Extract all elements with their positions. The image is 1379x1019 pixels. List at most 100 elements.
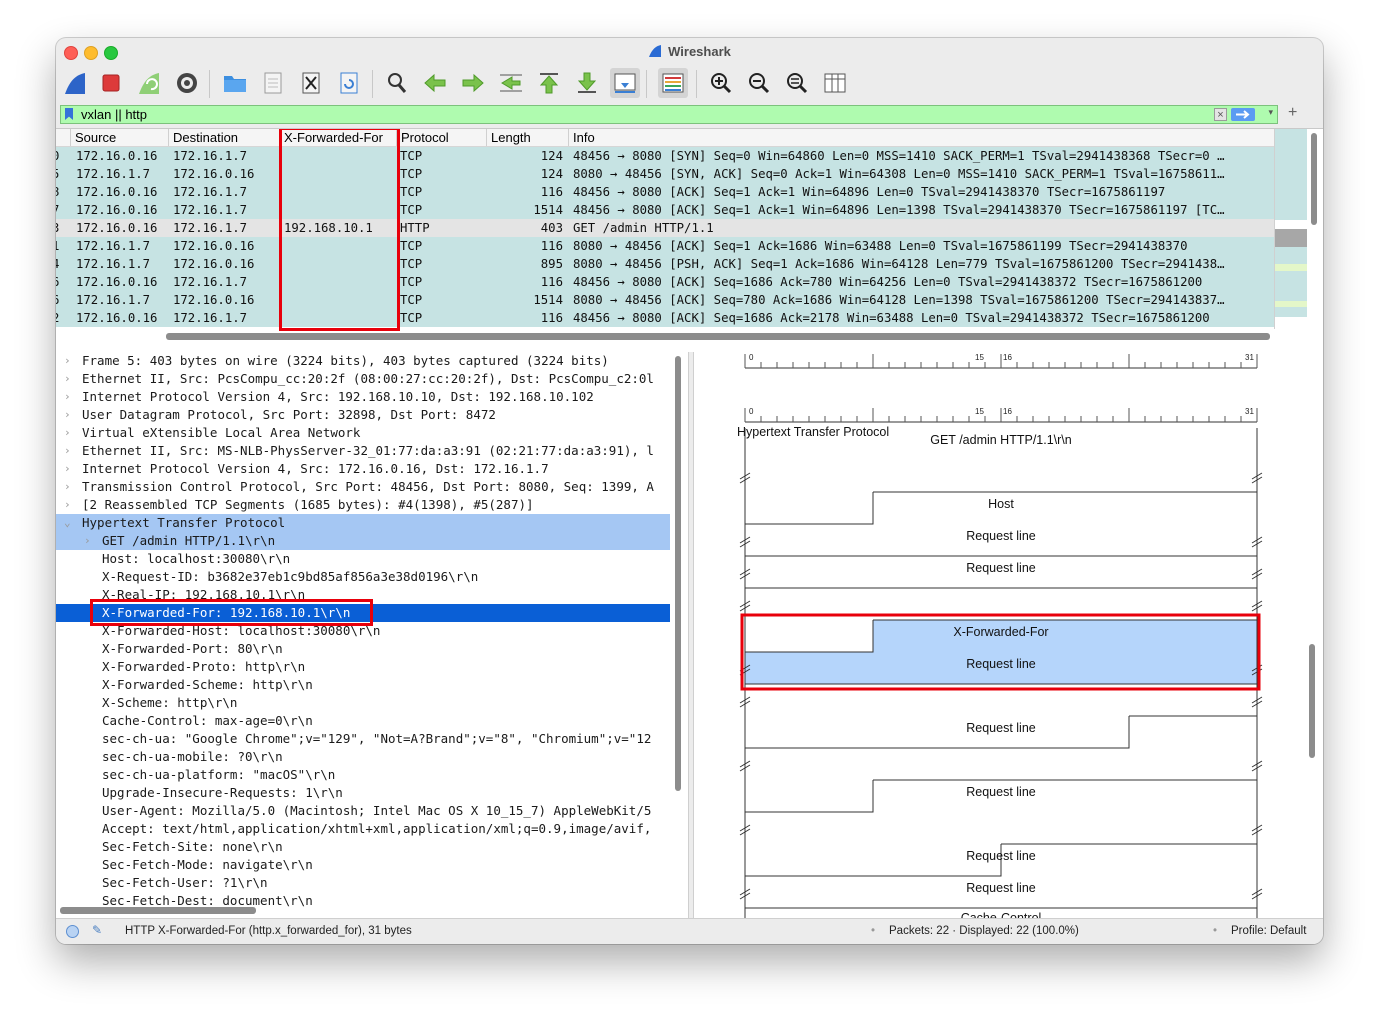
diagram-field-label[interactable]: Request line bbox=[966, 657, 1036, 671]
details-horizontal-scrollbar[interactable] bbox=[60, 907, 256, 914]
detail-row[interactable]: Host: localhost:30080\r\n bbox=[56, 550, 670, 568]
pane-splitter[interactable] bbox=[688, 352, 694, 918]
zoom-out-icon[interactable] bbox=[744, 68, 774, 98]
colorize-icon[interactable] bbox=[658, 68, 688, 98]
detail-row[interactable]: sec-ch-ua-mobile: ?0\r\n bbox=[56, 748, 670, 766]
packet-minimap[interactable] bbox=[1274, 129, 1307, 329]
detail-row[interactable]: X-Real-IP: 192.168.10.1\r\n bbox=[56, 586, 670, 604]
diagram-field-label[interactable]: Request line bbox=[966, 529, 1036, 543]
packet-list-horizontal-scrollbar[interactable] bbox=[166, 333, 1270, 340]
go-forward-icon[interactable] bbox=[458, 68, 488, 98]
details-vertical-scrollbar[interactable] bbox=[675, 356, 681, 791]
add-filter-button-plus-icon[interactable]: + bbox=[1288, 104, 1298, 121]
first-packet-icon[interactable] bbox=[534, 68, 564, 98]
find-packet-icon[interactable] bbox=[382, 68, 412, 98]
detail-row[interactable]: ›Internet Protocol Version 4, Src: 172.1… bbox=[56, 460, 670, 478]
detail-row[interactable]: Upgrade-Insecure-Requests: 1\r\n bbox=[56, 784, 670, 802]
normal-size-icon[interactable] bbox=[782, 68, 812, 98]
packet-list-vertical-scrollbar[interactable] bbox=[1311, 133, 1317, 225]
collapsed-chevron-icon[interactable]: › bbox=[84, 534, 91, 547]
expert-info-icon[interactable] bbox=[66, 925, 79, 938]
detail-row[interactable]: Sec-Fetch-Site: none\r\n bbox=[56, 838, 670, 856]
zoom-window-button[interactable] bbox=[104, 46, 118, 60]
column-header-protocol[interactable]: Protocol bbox=[396, 129, 486, 146]
detail-row[interactable]: X-Forwarded-For: 192.168.10.1\r\n bbox=[56, 604, 670, 622]
expanded-chevron-icon[interactable]: ⌄ bbox=[64, 516, 71, 529]
detail-row[interactable]: X-Request-ID: b3682e37eb1c9bd85af856a3e3… bbox=[56, 568, 670, 586]
last-packet-icon[interactable] bbox=[572, 68, 602, 98]
detail-row[interactable]: X-Forwarded-Host: localhost:30080\r\n bbox=[56, 622, 670, 640]
collapsed-chevron-icon[interactable]: › bbox=[64, 480, 71, 493]
detail-row[interactable]: ›User Datagram Protocol, Src Port: 32898… bbox=[56, 406, 670, 424]
diagram-field-label[interactable]: Request line bbox=[966, 849, 1036, 863]
detail-row[interactable]: Accept: text/html,application/xhtml+xml,… bbox=[56, 820, 670, 838]
detail-row[interactable]: X-Forwarded-Scheme: http\r\n bbox=[56, 676, 670, 694]
column-header-info[interactable]: Info bbox=[568, 129, 1274, 146]
zoom-in-icon[interactable] bbox=[706, 68, 736, 98]
detail-row[interactable]: X-Forwarded-Port: 80\r\n bbox=[56, 640, 670, 658]
stop-capture-icon[interactable] bbox=[96, 68, 126, 98]
collapsed-chevron-icon[interactable]: › bbox=[64, 426, 71, 439]
filter-history-chevron-down-icon[interactable]: ▾ bbox=[1268, 107, 1273, 117]
column-header-destination[interactable]: Destination bbox=[168, 129, 278, 146]
detail-row[interactable]: X-Scheme: http\r\n bbox=[56, 694, 670, 712]
diagram-field-label[interactable]: Request line bbox=[966, 721, 1036, 735]
close-file-icon[interactable] bbox=[296, 68, 326, 98]
diagram-field-label[interactable]: Request line bbox=[966, 561, 1036, 575]
detail-row[interactable]: sec-ch-ua-platform: "macOS"\r\n bbox=[56, 766, 670, 784]
packet-row[interactable]: 3172.16.0.16172.16.1.7192.168.10.1HTTP40… bbox=[56, 219, 1274, 237]
detail-row[interactable]: ›[2 Reassembled TCP Segments (1685 bytes… bbox=[56, 496, 670, 514]
reload-file-icon[interactable] bbox=[334, 68, 364, 98]
diagram-field-label[interactable]: Request line bbox=[966, 881, 1036, 895]
close-window-button[interactable] bbox=[64, 46, 78, 60]
collapsed-chevron-icon[interactable]: › bbox=[64, 444, 71, 457]
start-capture-icon[interactable] bbox=[60, 68, 90, 98]
detail-row[interactable]: X-Forwarded-Proto: http\r\n bbox=[56, 658, 670, 676]
detail-row[interactable]: Sec-Fetch-User: ?1\r\n bbox=[56, 874, 670, 892]
status-profile[interactable]: Profile: Default bbox=[1231, 925, 1307, 937]
auto-scroll-icon[interactable] bbox=[610, 68, 640, 98]
detail-row[interactable]: ›Internet Protocol Version 4, Src: 192.1… bbox=[56, 388, 670, 406]
diagram-field-label[interactable]: X-Forwarded-For bbox=[953, 625, 1048, 639]
apply-filter-icon[interactable] bbox=[1231, 108, 1255, 121]
capture-options-icon[interactable] bbox=[172, 68, 202, 98]
detail-row[interactable]: Cache-Control: max-age=0\r\n bbox=[56, 712, 670, 730]
detail-row[interactable]: sec-ch-ua: "Google Chrome";v="129", "Not… bbox=[56, 730, 670, 748]
detail-row[interactable]: Sec-Fetch-Mode: navigate\r\n bbox=[56, 856, 670, 874]
detail-row[interactable]: ›Transmission Control Protocol, Src Port… bbox=[56, 478, 670, 496]
collapsed-chevron-icon[interactable]: › bbox=[64, 390, 71, 403]
detail-row[interactable]: ›Ethernet II, Src: PcsCompu_cc:20:2f (08… bbox=[56, 370, 670, 388]
diagram-vertical-scrollbar[interactable] bbox=[1309, 644, 1315, 758]
collapsed-chevron-icon[interactable]: › bbox=[64, 354, 71, 367]
clear-filter-icon[interactable]: × bbox=[1214, 108, 1227, 121]
filter-bookmark-icon[interactable] bbox=[65, 108, 73, 120]
display-filter-text[interactable]: vxlan || http bbox=[81, 107, 148, 122]
detail-row[interactable]: ›Ethernet II, Src: MS-NLB-PhysServer-32_… bbox=[56, 442, 670, 460]
restart-capture-icon[interactable] bbox=[134, 68, 164, 98]
collapsed-chevron-icon[interactable]: › bbox=[64, 408, 71, 421]
edit-comment-icon[interactable]: ✎ bbox=[92, 923, 103, 937]
collapsed-chevron-icon[interactable]: › bbox=[64, 372, 71, 385]
resize-columns-icon[interactable] bbox=[820, 68, 850, 98]
display-filter-input[interactable]: vxlan || http × ▾ bbox=[60, 105, 1278, 124]
column-header-source[interactable]: Source bbox=[70, 129, 172, 146]
diagram-field-label[interactable]: Request line bbox=[966, 785, 1036, 799]
go-to-packet-icon[interactable] bbox=[496, 68, 526, 98]
save-file-icon[interactable] bbox=[258, 68, 288, 98]
collapsed-chevron-icon[interactable]: › bbox=[64, 462, 71, 475]
collapsed-chevron-icon[interactable]: › bbox=[64, 498, 71, 511]
detail-row[interactable]: ›Virtual eXtensible Local Area Network bbox=[56, 424, 670, 442]
diagram-field-label[interactable]: GET /admin HTTP/1.1\r\n bbox=[930, 433, 1072, 447]
detail-row[interactable]: ⌄Hypertext Transfer Protocol bbox=[56, 514, 670, 532]
detail-row[interactable]: User-Agent: Mozilla/5.0 (Macintosh; Inte… bbox=[56, 802, 670, 820]
open-file-icon[interactable] bbox=[220, 68, 250, 98]
